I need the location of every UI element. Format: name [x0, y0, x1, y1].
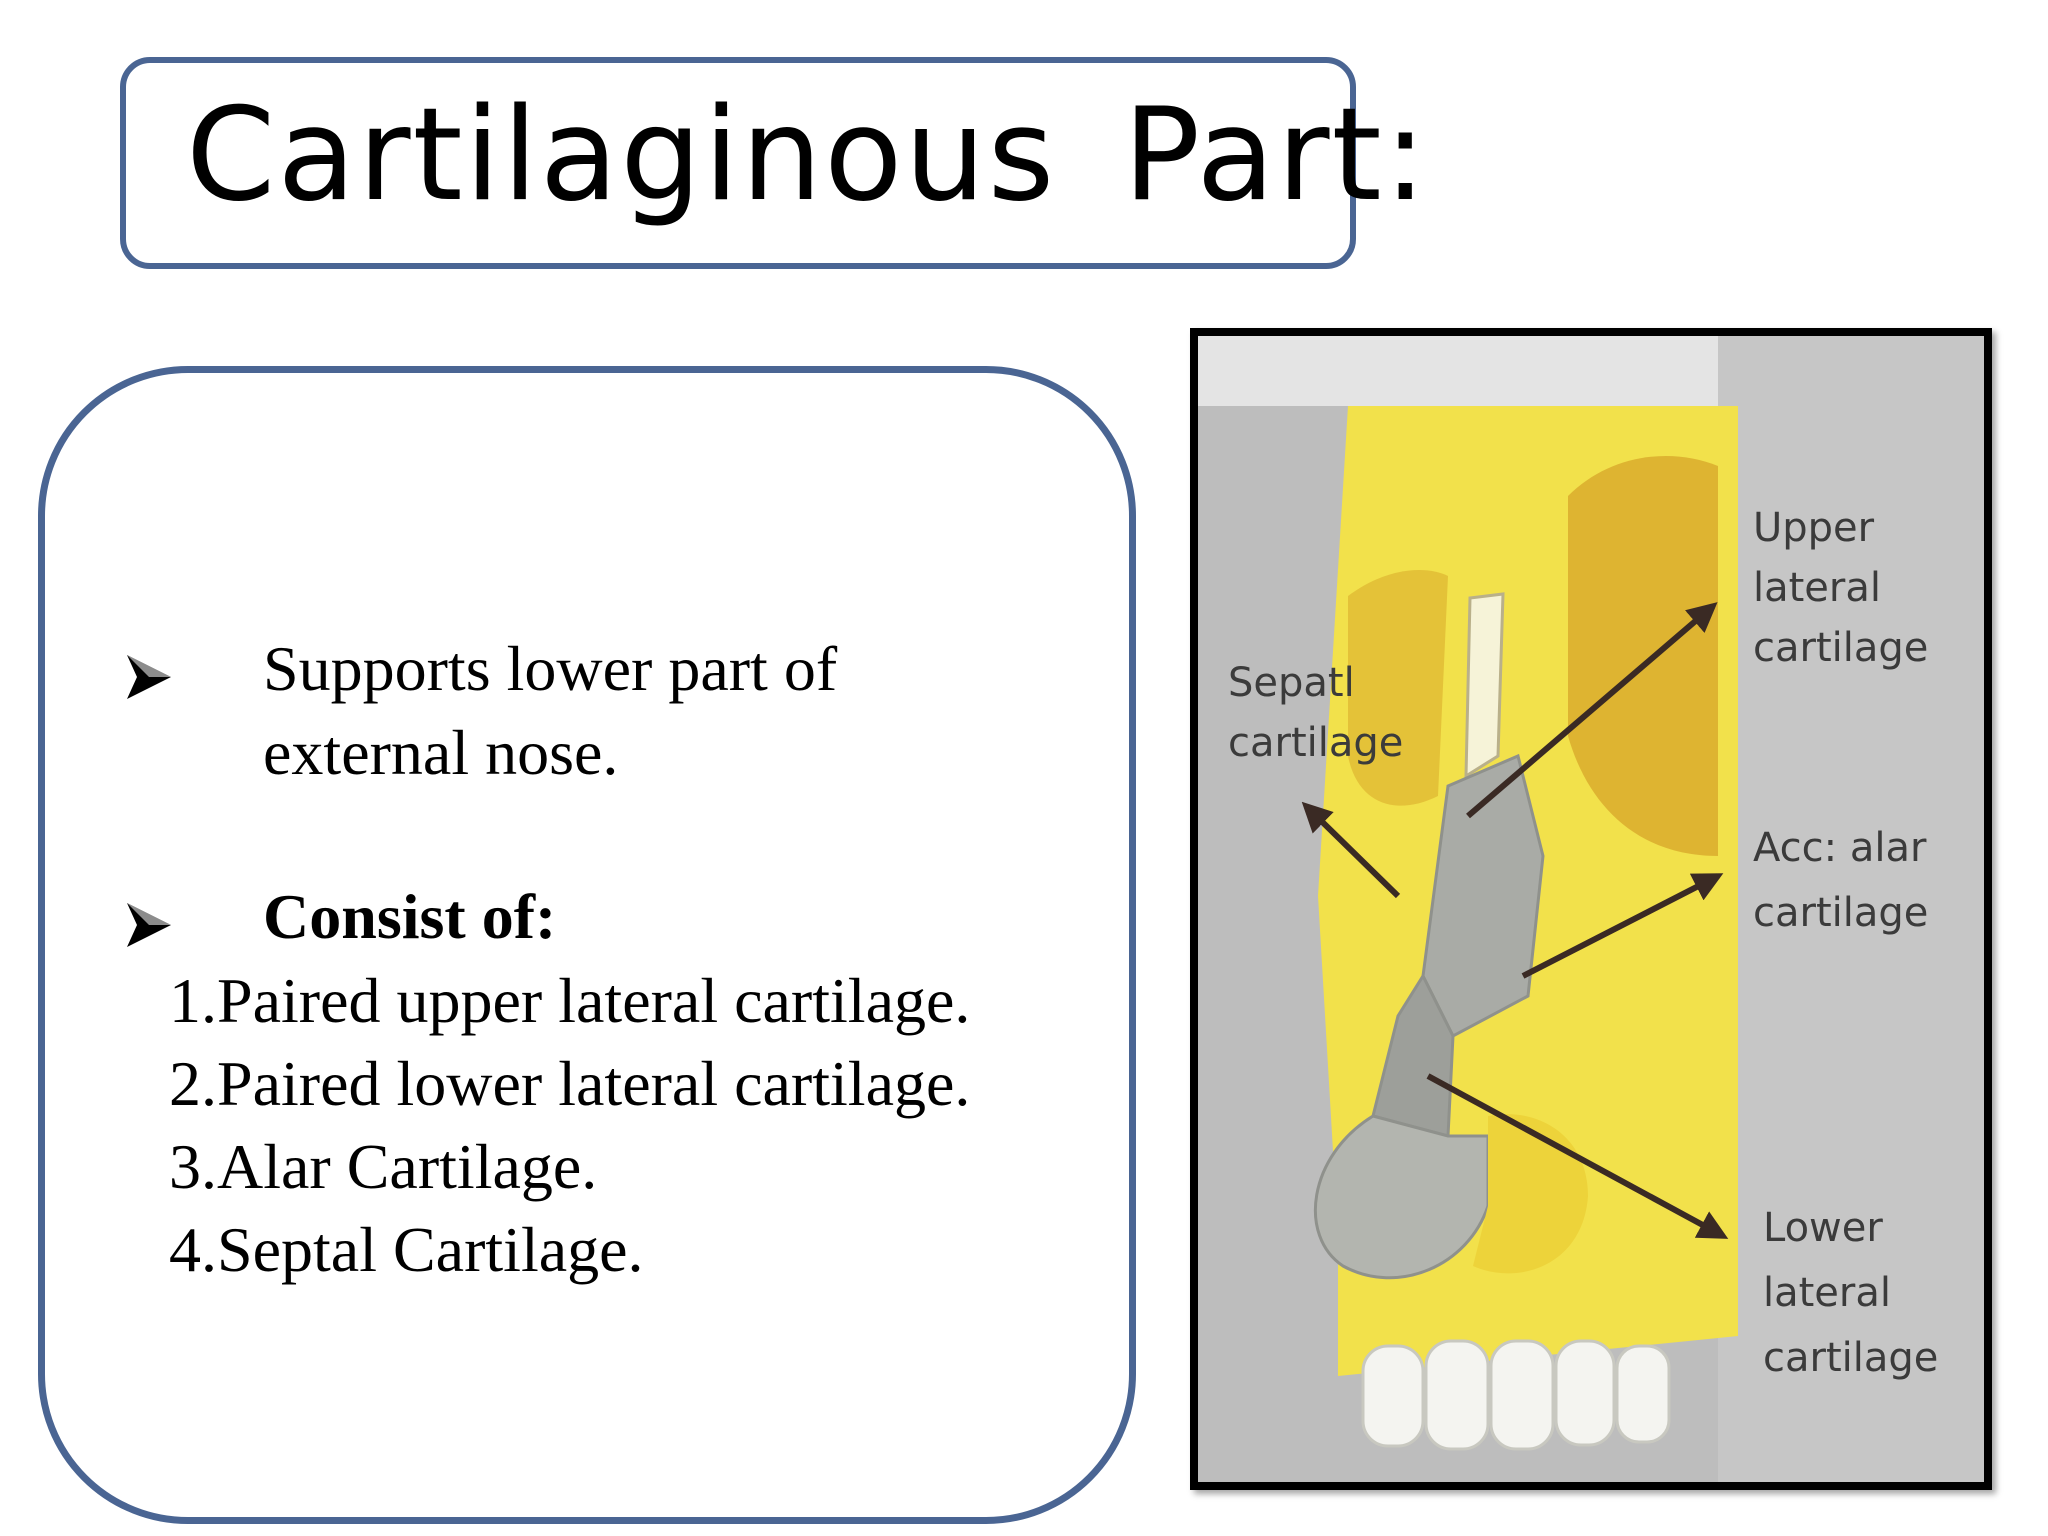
label-acc-1: Acc: alar: [1753, 825, 1927, 871]
label-septal-1: Sepatl: [1228, 660, 1355, 706]
label-septal-2: cartilage: [1228, 720, 1403, 766]
slide-title: Cartilaginous Part:: [186, 81, 1429, 230]
title-box: Cartilaginous Part:: [120, 57, 1427, 269]
content-box: Supports lower part of external nose. Co…: [38, 366, 1136, 1524]
acc-alar-arrow: [1521, 873, 1724, 979]
figure-right-band: [1718, 336, 1984, 1482]
list-item: 4.Septal Cartilage.: [169, 1214, 644, 1285]
bullet-text: Supports lower part of external nose.: [263, 633, 838, 788]
teeth: [1361, 1339, 1671, 1451]
label-upper-2: lateral: [1753, 565, 1881, 611]
label-acc-2: cartilage: [1753, 890, 1928, 936]
arrowhead-bullet-icon: [127, 903, 171, 947]
list-item: 3.Alar Cartilage.: [169, 1131, 598, 1202]
list-item: 2.Paired lower lateral cartilage.: [169, 1048, 971, 1119]
nasal-bone: [1464, 592, 1505, 779]
list-item: 1.Paired upper lateral cartilage.: [169, 965, 971, 1036]
label-lower-3: cartilage: [1763, 1335, 1938, 1381]
septal-arrow: [1301, 801, 1401, 899]
lower-lateral-cartilage: [1313, 1114, 1490, 1280]
nose-anatomy-illustration: Sepatl cartilage Upper lateral cartilage…: [1198, 336, 1984, 1482]
label-lower-1: Lower: [1763, 1205, 1883, 1251]
cartilage-list: 1.Paired upper lateral cartilage. 2.Pair…: [169, 959, 970, 1291]
lower-lateral-arrow: [1426, 1073, 1729, 1239]
bullet-text: Consist of:: [263, 881, 557, 952]
nose-cartilage-figure: Sepatl cartilage Upper lateral cartilage…: [1190, 328, 1992, 1490]
upper-lateral-arrow: [1466, 602, 1718, 819]
label-upper-3: cartilage: [1753, 625, 1928, 671]
alar-lobule: [1473, 1114, 1588, 1274]
maxilla-shade: [1348, 570, 1448, 806]
orbit-shade: [1568, 456, 1718, 856]
label-lower-2: lateral: [1763, 1270, 1891, 1316]
arrowhead-bullet-icon: [127, 655, 171, 699]
label-upper-1: Upper: [1753, 505, 1875, 551]
